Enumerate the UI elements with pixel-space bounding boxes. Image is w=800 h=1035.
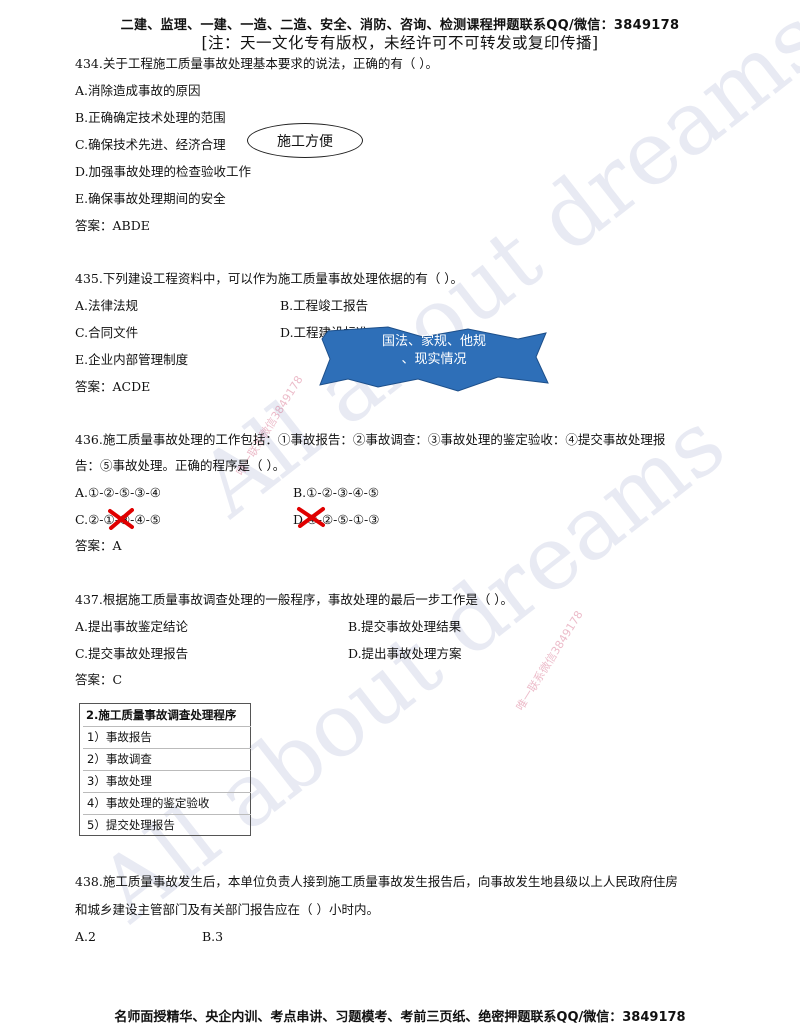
option-c: C.确保技术先进、经济合理 — [75, 137, 226, 152]
watermark-text: All about dreams — [180, 0, 800, 537]
procedure-step: 4）事故处理的鉴定验收 — [83, 792, 251, 813]
answer: 答案：C — [75, 672, 123, 687]
cross-mark-icon — [297, 507, 325, 528]
option-b: B.工程竣工报告 — [280, 298, 369, 313]
option-a: A.消除造成事故的原因 — [75, 83, 201, 98]
option-b: B.3 — [202, 929, 224, 944]
footer-contact: 名师面授精华、央企内训、考点串讲、习题模考、考前三页纸、绝密押题联系QQ/微信：… — [114, 1010, 686, 1025]
option-b: B.提交事故处理结果 — [348, 619, 462, 634]
procedure-step: 3）事故处理 — [83, 770, 251, 791]
option-d: D.加强事故处理的检查验收工作 — [75, 164, 252, 179]
option-b: B.正确确定技术处理的范围 — [75, 110, 226, 125]
question-stem: 437.根据施工质量事故调查处理的一般程序，事故处理的最后一步工作是（ ）。 — [75, 592, 514, 607]
header-contact: 二建、监理、一建、一造、二造、安全、消防、咨询、检测课程押题联系QQ/微信：38… — [120, 18, 680, 33]
option-a: A.提出事故鉴定结论 — [75, 619, 189, 634]
option-a: A.法律法规 — [75, 298, 139, 313]
question-stem: 435.下列建设工程资料中，可以作为施工质量事故处理依据的有（ ）。 — [75, 271, 464, 286]
answer: 答案：ACDE — [75, 379, 151, 394]
procedure-step: 5）提交处理报告 — [83, 814, 251, 835]
callout-text: 国法、家规、他规 、现实情况 — [381, 334, 486, 367]
procedure-step: 2）事故调查 — [83, 748, 251, 769]
annotation-oval: 施工方便 — [247, 123, 363, 158]
option-a: A.2 — [75, 929, 96, 944]
option-a: A.①-②-⑤-③-④ — [75, 485, 161, 500]
option-e: E.企业内部管理制度 — [75, 352, 189, 367]
procedure-box: 2.施工质量事故调查处理程序 1）事故报告 2）事故调查 3）事故处理 4）事故… — [79, 703, 251, 836]
copyright-notice: [注：天一文化专有版权，未经许可不可转发或复印传播] — [201, 34, 599, 52]
answer: 答案：A — [75, 538, 122, 553]
question-stem: 438.施工质量事故发生后，本单位负责人接到施工质量事故发生报告后，向事故发生地… — [75, 874, 678, 889]
option-e: E.确保事故处理期间的安全 — [75, 191, 226, 206]
option-b: B.①-②-③-④-⑤ — [293, 485, 380, 500]
cross-mark-icon — [108, 508, 134, 530]
answer: 答案：ABDE — [75, 218, 150, 233]
question-stem: 436.施工质量事故处理的工作包括：①事故报告：②事故调查：③事故处理的鉴定验收… — [75, 432, 666, 447]
callout-shape — [319, 326, 549, 392]
watermark-contact: 唯一联系微信3849178 — [513, 608, 586, 713]
question-stem: 434.关于工程施工质量事故处理基本要求的说法，正确的有（ ）。 — [75, 56, 439, 71]
option-c: C.合同文件 — [75, 325, 139, 340]
procedure-step: 1）事故报告 — [83, 726, 251, 747]
question-stem-continued: 告：⑤事故处理。正确的程序是（ ）。 — [75, 458, 286, 473]
option-c: C.提交事故处理报告 — [75, 646, 189, 661]
procedure-title: 2.施工质量事故调查处理程序 — [86, 708, 237, 722]
option-d: D.提出事故处理方案 — [348, 646, 462, 661]
question-stem-continued: 和城乡建设主管部门及有关部门报告应在（ ）小时内。 — [75, 902, 379, 917]
